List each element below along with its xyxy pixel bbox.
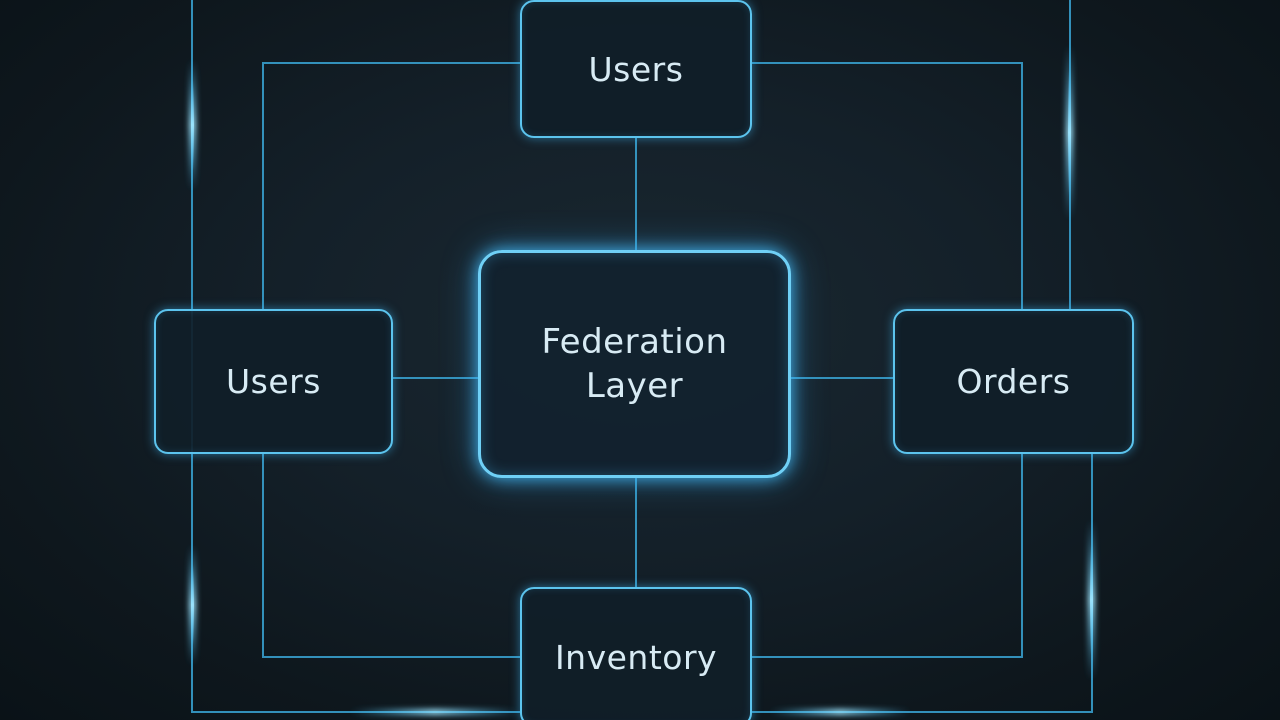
federation-label-line1: Federation: [541, 322, 728, 362]
federation-layer-node: Federation Layer: [478, 250, 791, 478]
users-node-top-label: Users: [588, 49, 684, 89]
inventory-node-label: Inventory: [554, 637, 718, 677]
inventory-node: Inventory: [520, 587, 752, 720]
glow-streak: [770, 709, 910, 715]
glow-streak: [350, 709, 520, 715]
outer-frame-bottom-right: [752, 454, 1093, 713]
users-node-left: Users: [154, 309, 393, 454]
orders-node-label: Orders: [956, 362, 1071, 401]
users-node-left-label: Users: [226, 362, 321, 401]
inner-frame-bottom-right: [752, 454, 1023, 658]
inner-frame-top-right: [752, 62, 1023, 309]
orders-node: Orders: [893, 309, 1134, 454]
inner-frame-bottom-left: [262, 454, 520, 658]
federation-label-line2: Layer: [585, 366, 684, 406]
inner-frame-top-left: [262, 62, 520, 309]
users-node-top: Users: [520, 0, 752, 138]
